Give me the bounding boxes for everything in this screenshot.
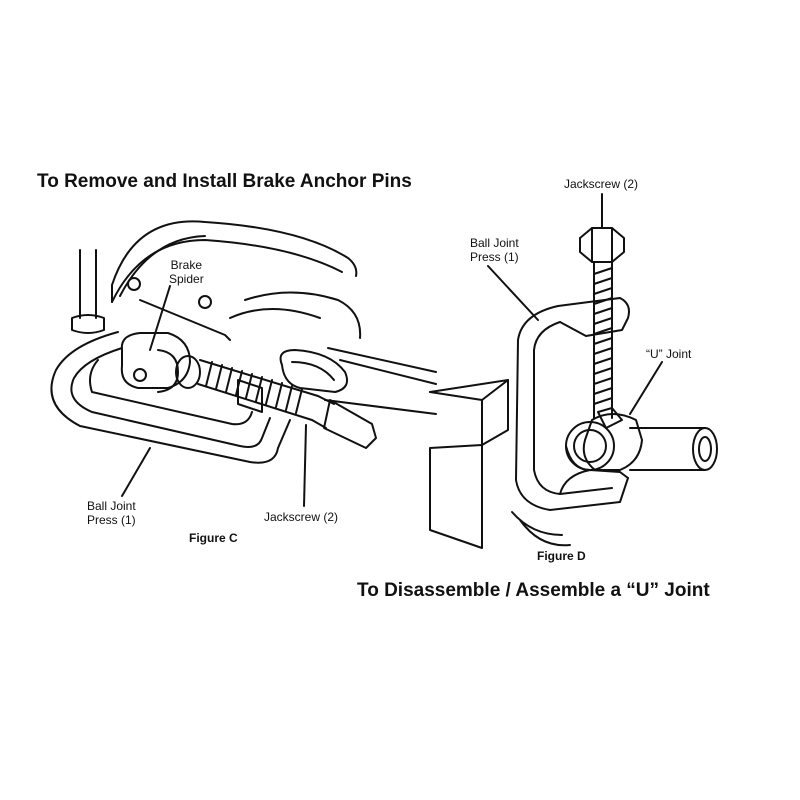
ball-joint-press-rib [90, 360, 252, 424]
u-joint-cross [598, 408, 622, 428]
label-press-c-line1: Ball Joint [87, 499, 136, 513]
figure-c-caption: Figure C [189, 531, 238, 545]
leader-brake-spider [150, 286, 170, 350]
press-collar-ring [292, 362, 334, 380]
brake-shoe-inner [112, 240, 342, 302]
label-brake-spider: Brake Spider [169, 258, 204, 286]
axle [325, 348, 436, 414]
shoe-rivet [199, 296, 211, 308]
label-u-joint: “U” Joint [646, 347, 692, 361]
jackscrew-hex-nut [580, 228, 624, 262]
press-jaw-bottom [560, 470, 628, 494]
label-jackscrew-d: Jackscrew (2) [564, 177, 639, 191]
brake-shoe-outer [112, 221, 356, 285]
label-press-d-line1: Ball Joint [470, 236, 519, 250]
drive-shaft-bore [699, 437, 711, 461]
label-ball-joint-press-c: Ball Joint Press (1) [87, 499, 136, 527]
figure-d-caption: Figure D [537, 549, 586, 563]
jackscrew-shaft [198, 360, 318, 420]
anchor-pin [176, 356, 200, 388]
rod-collar [72, 315, 104, 333]
figure-c-drawing [51, 221, 436, 462]
u-joint-cap-inner [574, 430, 606, 462]
axle-housing [430, 380, 508, 548]
drive-shaft-end [693, 428, 717, 470]
u-joint-yoke [584, 414, 642, 470]
press-hub [512, 512, 570, 545]
leader-press-c [122, 448, 150, 496]
press-collar [281, 350, 347, 392]
shoe-web [140, 300, 230, 340]
label-brake-spider-line1: Brake [170, 258, 203, 272]
jackscrew-head [324, 400, 376, 448]
press-end [238, 380, 262, 412]
label-ball-joint-press-d: Ball Joint Press (1) [470, 236, 519, 264]
brake-shoe-lining [112, 236, 205, 302]
shoe-curve-inner [230, 309, 320, 318]
label-press-d-line2: Press (1) [470, 250, 519, 264]
ball-joint-press-outer [516, 306, 628, 510]
leader-jackscrew-c [304, 425, 306, 506]
axle-line [340, 360, 436, 384]
figure-d-title: To Disassemble / Assemble a “U” Joint [357, 580, 710, 601]
leader-ujoint [630, 362, 662, 414]
jackscrew-hex-edge [592, 228, 612, 262]
label-press-c-line2: Press (1) [87, 513, 136, 527]
shoe-curve-inner [245, 293, 360, 339]
ball-joint-press-inner [71, 348, 270, 447]
spider-pin [158, 350, 178, 392]
shoe-rivet [128, 278, 140, 290]
figure-d-drawing [430, 228, 717, 548]
figure-c-title: To Remove and Install Brake Anchor Pins [37, 171, 412, 192]
jackscrew-thread [594, 268, 612, 404]
brake-spider [122, 333, 190, 388]
vertical-rod [80, 250, 96, 318]
label-brake-spider-line2: Spider [169, 272, 204, 286]
spider-bolt [134, 369, 146, 381]
ball-joint-press-inner [534, 322, 612, 494]
drive-shaft [630, 428, 705, 470]
press-jaw-top [558, 298, 629, 336]
ball-joint-press-outer [51, 332, 290, 463]
label-jackscrew-c: Jackscrew (2) [264, 510, 339, 524]
leader-press-d [488, 266, 538, 320]
